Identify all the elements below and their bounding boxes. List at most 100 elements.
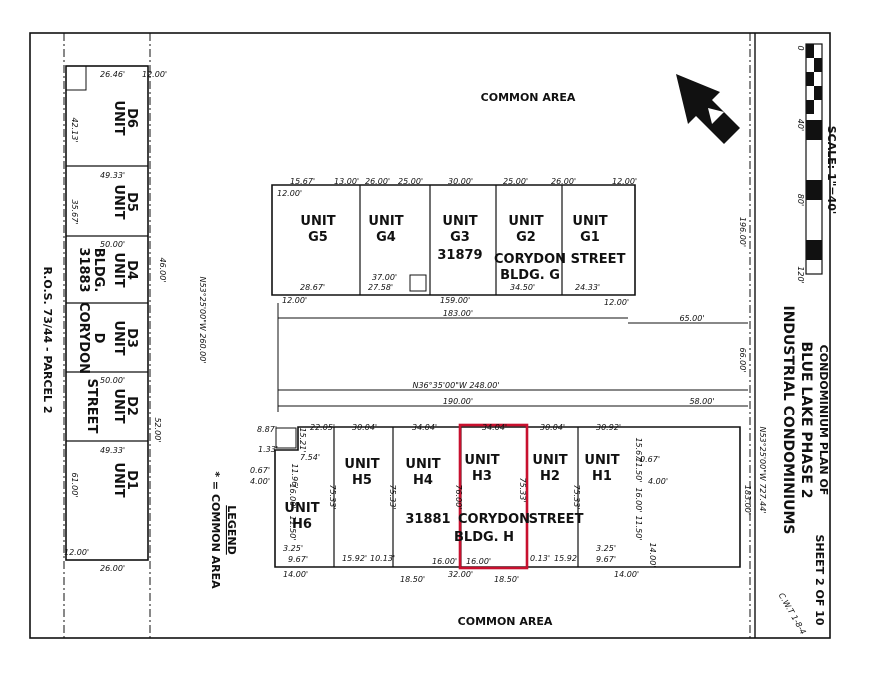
building-g-street: STREET	[571, 252, 626, 267]
unit-g4-label: UNIT	[368, 214, 403, 229]
unit-g3-label: UNIT	[442, 214, 477, 229]
dim-65: 65.00'	[679, 314, 704, 323]
building-d-dim: 50.00'	[100, 376, 125, 385]
building-h-dim: 14.00'	[648, 542, 657, 567]
building-d-outline	[65, 65, 149, 561]
unit-h3-highlight	[458, 423, 529, 570]
building-g-number: 31879	[437, 248, 482, 263]
building-h-dim: 11.96'	[290, 463, 299, 488]
dim-58: 58.00'	[689, 397, 714, 406]
side-dim: 9.67'	[288, 555, 308, 564]
parcel-label: R.O.S. 73/44 - PARCEL 2	[41, 266, 54, 413]
building-h-dim: 75.33'	[572, 484, 581, 509]
bearing-center: N36°35'00"W 248.00'	[412, 381, 499, 390]
building-h-dim: 30.04'	[540, 423, 565, 432]
building-h-common-area	[275, 427, 297, 449]
unit-d6-label: UNIT	[111, 100, 126, 135]
building-h-street: STREET	[529, 512, 584, 527]
building-d-name1: BLDG.	[91, 248, 106, 293]
unit-d2-label: UNIT	[111, 388, 126, 423]
unit-g5-id: G5	[308, 230, 328, 245]
building-h-dim: 11.50'	[634, 457, 643, 482]
unit-g4-id: G4	[376, 230, 396, 245]
unit-d5-label: UNIT	[111, 184, 126, 219]
bearing-right: N53°25'00"W 727.44'	[758, 426, 767, 513]
building-g-dim: 28.67'	[300, 283, 325, 292]
unit-d1-id: D1	[124, 470, 139, 490]
scale-tick-40: 40'	[796, 119, 805, 131]
dim-66: 66.00'	[738, 347, 747, 372]
side-dim: 1.33'	[258, 445, 278, 454]
unit-g1-id: G1	[580, 230, 600, 245]
building-d-dim: 46.00'	[158, 257, 167, 282]
scale-label: SCALE: 1"=40'	[825, 126, 838, 215]
building-d-dim: 49.33'	[100, 446, 125, 455]
building-h-dim: 16.00'	[634, 487, 643, 512]
building-h-dim: 15.21'	[298, 427, 307, 452]
unit-h1-label: UNIT	[584, 453, 619, 468]
title-line3: INDUSTRIAL CONDOMINIUMS	[780, 305, 796, 534]
side-dim: 3.25'	[283, 544, 303, 553]
building-g-dim: 26.00'	[551, 177, 576, 186]
unit-d6-id: D6	[124, 108, 139, 128]
building-h-dim: 16.00'	[466, 557, 491, 566]
building-g-dim: 34.50'	[510, 283, 535, 292]
building-d-dim: 42.13'	[70, 117, 79, 142]
building-h-dim: 11.50'	[288, 515, 297, 540]
unit-d3-id: D3	[124, 328, 139, 348]
building-h-dim: 15.92'	[342, 554, 367, 563]
building-g-dim: 159.00'	[440, 296, 470, 305]
unit-h5-id: H5	[352, 473, 372, 488]
unit-d3-label: UNIT	[111, 320, 126, 355]
unit-g1-label: UNIT	[572, 214, 607, 229]
building-h-dim: 0.13'	[530, 554, 550, 563]
building-d-name2: D	[91, 333, 106, 344]
legend-title: LEGEND	[225, 505, 238, 554]
building-g-dim: 26.00'	[365, 177, 390, 186]
unit-d4-id: D4	[124, 260, 139, 280]
building-g-dim: 25.00'	[398, 177, 423, 186]
building-h-dim: 30.92'	[596, 423, 621, 432]
dim-196: 196.00'	[738, 217, 747, 247]
building-h-name1: CORYDON	[458, 512, 530, 527]
bearing-left: N53°25'00"W 260.00'	[198, 276, 207, 363]
building-g-dim: 24.33'	[575, 283, 600, 292]
common-area-top: COMMON AREA	[481, 91, 576, 104]
building-h-dim: 16.00'	[288, 483, 297, 508]
building-h-dim: 34.04'	[482, 423, 507, 432]
building-g-name1: CORYDON	[494, 252, 566, 267]
unit-h6-id: H6	[292, 517, 312, 532]
common-area-bottom: COMMON AREA	[458, 615, 553, 628]
scale-tick-0: 0	[796, 45, 805, 50]
sheet-number: SHEET 2 OF 10	[813, 535, 826, 626]
unit-h3-label: UNIT	[464, 453, 499, 468]
building-h-dim: 15.67'	[634, 437, 643, 462]
building-h-dim: 11.50'	[634, 515, 643, 540]
building-g-common-area	[409, 274, 427, 292]
building-h-dim: 30.04'	[352, 423, 377, 432]
building-h-dim: 8.87'	[257, 425, 277, 434]
building-d-name3: CORYDON	[76, 302, 91, 374]
scale-tick-120: 120'	[796, 266, 805, 283]
unit-d5-id: D5	[124, 192, 139, 212]
building-d-dim: 49.33'	[100, 171, 125, 180]
building-h-dim: 32.00'	[448, 570, 473, 579]
unit-g2-id: G2	[516, 230, 536, 245]
side-dim: 9.67'	[596, 555, 616, 564]
building-h-dim: 75.33'	[518, 477, 527, 502]
unit-h4-id: H4	[413, 473, 433, 488]
side-dim: 4.00'	[648, 477, 668, 486]
dim-190: 190.00'	[443, 397, 473, 406]
building-g-dim: 25.00'	[503, 177, 528, 186]
building-g-dim: 12.00'	[612, 177, 637, 186]
building-g-dim: 12.00'	[277, 189, 302, 198]
approval-stamp: C.W.T 1-8-4	[777, 591, 808, 636]
building-h-dim: 10.13'	[370, 554, 395, 563]
building-g-dim: 27.58'	[368, 283, 393, 292]
building-d-dim: 35.67'	[70, 199, 79, 224]
unit-h5-label: UNIT	[344, 457, 379, 472]
legend-item: * = COMMON AREA	[209, 471, 222, 589]
unit-d1-label: UNIT	[111, 462, 126, 497]
sheet-border	[29, 32, 831, 639]
